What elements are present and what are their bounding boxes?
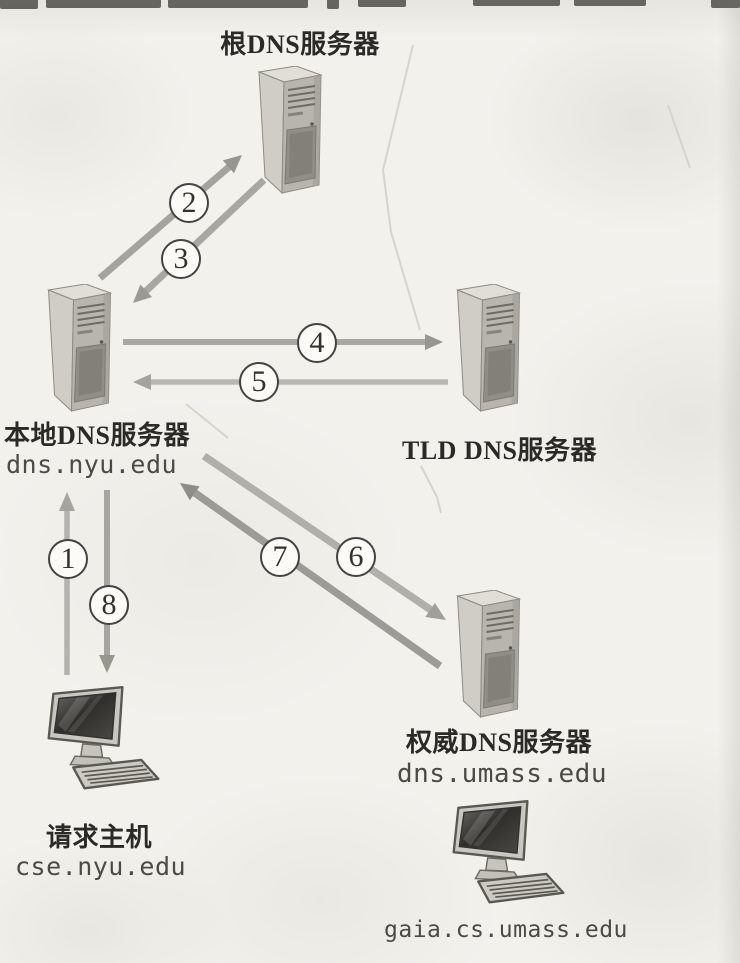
step-badge-6: 6 <box>336 537 376 577</box>
root-dns-label: 根DNS服务器 <box>220 30 380 59</box>
gaia-host-hostname: gaia.cs.umass.edu <box>384 917 628 943</box>
gaia-host-computer-icon <box>452 799 565 904</box>
step-badge-5: 5 <box>239 362 279 402</box>
arrow-step-1-host-to-local <box>59 492 75 675</box>
step-number: 7 <box>272 540 288 573</box>
authoritative-dns-label: 权威DNS服务器 <box>406 728 593 757</box>
arrow-step-7-auth-to-local <box>180 483 443 670</box>
requesting-host-computer-icon <box>47 685 160 790</box>
step-badge-3: 3 <box>161 239 201 279</box>
local-dns-label: 本地DNS服务器 <box>4 421 191 450</box>
step-number: 6 <box>348 540 364 573</box>
arrow-step-8-local-to-host <box>99 490 115 673</box>
local-dns-server-icon <box>46 284 113 412</box>
authoritative-dns-server-icon <box>455 590 522 718</box>
arrow-step-4-local-to-tld <box>123 334 443 350</box>
scan-scratch-lines <box>185 44 691 514</box>
step-number: 4 <box>309 326 325 359</box>
tld-dns-server-icon <box>455 284 522 412</box>
step-badge-1: 1 <box>48 539 88 579</box>
arrow-step-6-local-to-auth <box>201 452 446 620</box>
step-badge-8: 8 <box>89 585 129 625</box>
local-dns-hostname: dns.nyu.edu <box>6 450 178 479</box>
step-number: 5 <box>251 365 267 398</box>
step-number: 1 <box>60 542 76 575</box>
tld-dns-label: TLD DNS服务器 <box>402 436 597 465</box>
step-number: 3 <box>173 242 189 275</box>
requesting-host-label: 请求主机 <box>46 823 153 852</box>
arrow-step-5-tld-to-local <box>133 374 448 390</box>
step-badge-2: 2 <box>169 183 209 223</box>
step-badge-4: 4 <box>297 323 337 363</box>
root-dns-server-icon <box>257 66 323 194</box>
authoritative-dns-hostname: dns.umass.edu <box>397 759 607 789</box>
step-badge-7: 7 <box>260 537 300 577</box>
requesting-host-hostname: cse.nyu.edu <box>15 852 187 881</box>
step-number: 8 <box>101 588 117 621</box>
step-number: 2 <box>181 186 197 219</box>
arrow-step-2-local-to-root <box>97 155 242 281</box>
